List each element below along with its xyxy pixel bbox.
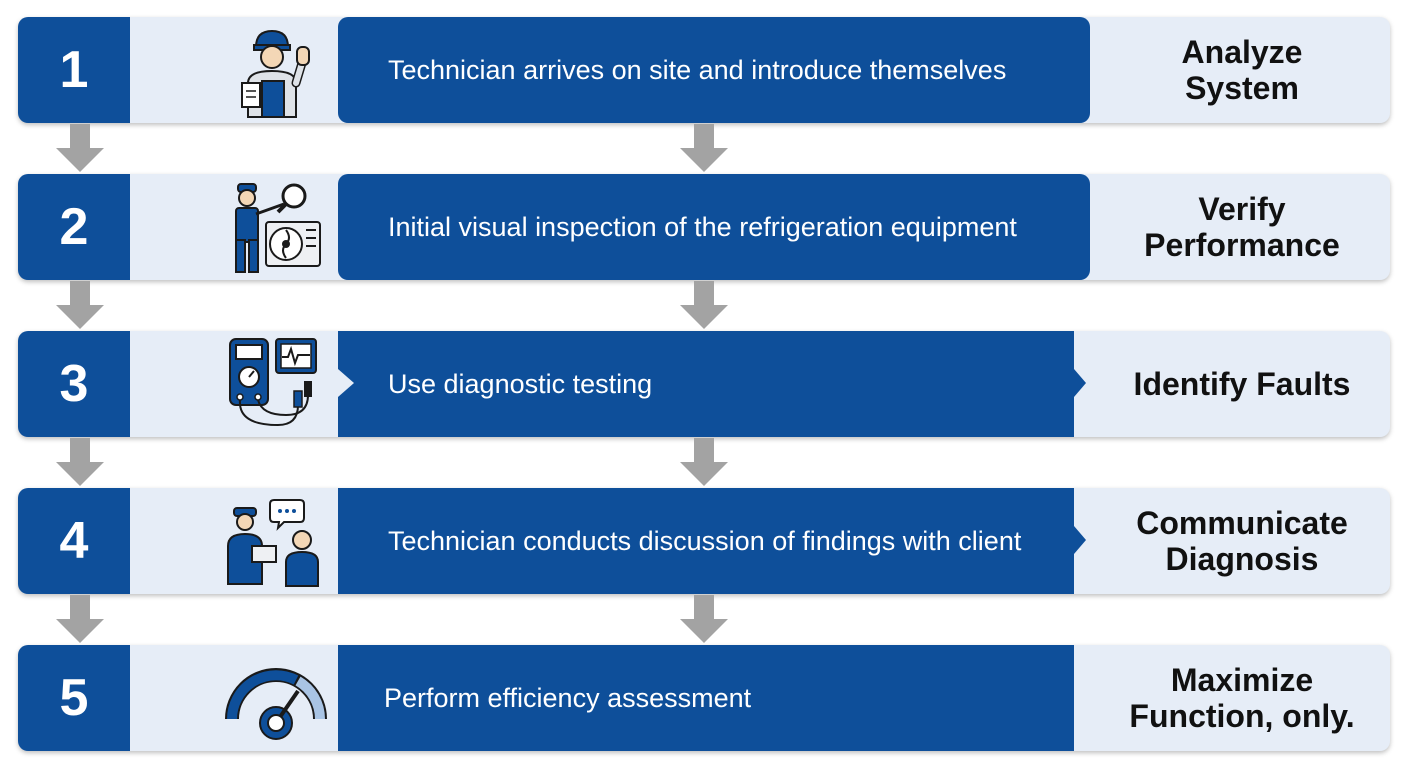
label-line-2: Performance xyxy=(1144,227,1340,263)
down-arrow-icon xyxy=(54,595,106,645)
step-description: Initial visual inspection of the refrige… xyxy=(388,211,1017,242)
step-number: 2 xyxy=(59,198,89,256)
step-number: 1 xyxy=(59,41,89,99)
label-line-1: Communicate xyxy=(1136,505,1348,541)
description-box: Technician arrives on site and introduce… xyxy=(338,17,1090,123)
step-number-box: 1 xyxy=(18,17,130,123)
down-arrow-icon xyxy=(678,124,730,174)
efficiency-gauge-icon xyxy=(218,649,330,747)
description-box: Use diagnostic testing xyxy=(338,331,1074,437)
step-row-3: 3 Use diagnostic xyxy=(18,331,1390,437)
down-arrow-icon xyxy=(678,281,730,331)
step-number-box: 2 xyxy=(18,174,130,280)
step-number: 5 xyxy=(59,669,89,727)
step-row-5: 5 Perform efficiency assessment Maximize… xyxy=(18,645,1390,751)
step-number-box: 5 xyxy=(18,645,130,751)
multimeter-icon xyxy=(218,335,330,433)
down-arrow-icon xyxy=(678,595,730,645)
label-line-1: Identify Faults xyxy=(1133,366,1351,402)
step-row-1: 1 Techn xyxy=(18,17,1390,123)
step-description: Technician conducts discussion of findin… xyxy=(388,525,1022,556)
down-arrow-icon xyxy=(678,438,730,488)
label-line-1: Maximize xyxy=(1170,662,1314,698)
inspection-magnifier-icon xyxy=(218,178,330,276)
down-arrow-icon xyxy=(54,281,106,331)
step-number-box: 3 xyxy=(18,331,130,437)
step-number: 4 xyxy=(59,512,89,570)
step-row-4: 4 Technician conducts discussion o xyxy=(18,488,1390,594)
step-description: Perform efficiency assessment xyxy=(384,682,752,713)
arrow-point xyxy=(1074,369,1086,397)
description-box: Perform efficiency assessment xyxy=(338,645,1074,751)
label-line-1: Verify xyxy=(1198,191,1286,227)
technician-waving-icon xyxy=(218,21,330,119)
step-number: 3 xyxy=(59,355,89,413)
step-row-2: 2 xyxy=(18,174,1390,280)
down-arrow-icon xyxy=(54,124,106,174)
arrow-point xyxy=(1074,526,1086,554)
technician-client-discussion-icon xyxy=(218,492,330,590)
step-description: Use diagnostic testing xyxy=(388,368,653,399)
arrow-notch xyxy=(338,369,354,397)
step-number-box: 4 xyxy=(18,488,130,594)
label-line-2: Diagnosis xyxy=(1165,541,1319,577)
step-description: Technician arrives on site and introduce… xyxy=(388,54,1007,85)
step-label: Identify Faults xyxy=(1094,331,1390,437)
description-box: Initial visual inspection of the refrige… xyxy=(338,174,1090,280)
label-line-1: Analyze xyxy=(1181,34,1303,70)
label-line-2: Function, only. xyxy=(1129,698,1355,734)
down-arrow-icon xyxy=(54,438,106,488)
label-line-2: System xyxy=(1185,70,1299,106)
description-box: Technician conducts discussion of findin… xyxy=(338,488,1074,594)
